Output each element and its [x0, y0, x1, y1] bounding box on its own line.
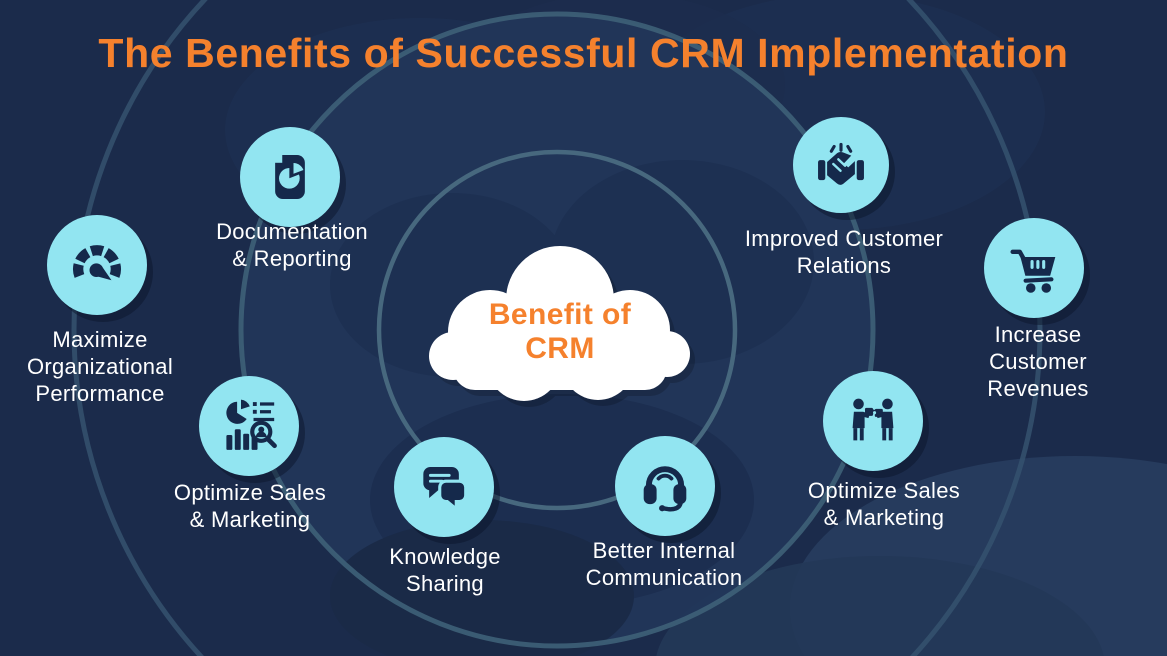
icon-circle — [984, 218, 1084, 318]
gauge-icon — [72, 245, 122, 281]
benefit-label: Improved Customer Relations — [744, 226, 944, 278]
center-cloud: Benefit of CRM — [428, 236, 692, 408]
benefit-label: Knowledge Sharing — [389, 544, 501, 596]
shopping-cart-icon — [1010, 249, 1056, 293]
page-title: The Benefits of Successful CRM Implement… — [98, 30, 1069, 76]
icon-circle — [394, 437, 494, 537]
icon-circle — [793, 117, 889, 213]
icon-circle — [615, 436, 715, 536]
handshake-icon — [818, 142, 864, 185]
benefit-label: Maximize Organizational Performance — [26, 327, 174, 406]
benefit-label: Documentation & Reporting — [216, 219, 368, 271]
icon-circle — [199, 376, 299, 476]
icon-circle — [240, 127, 340, 227]
teamwork-puzzle-icon — [852, 398, 894, 441]
benefit-label: Optimize Sales & Marketing — [173, 480, 327, 532]
benefit-label: Better Internal Communication — [585, 538, 743, 590]
chat-bubbles-icon — [423, 466, 468, 513]
document-report-icon — [270, 151, 305, 199]
headset-icon — [643, 466, 687, 512]
center-cloud-label: Benefit of CRM — [488, 298, 632, 365]
cloud-shape — [429, 246, 690, 401]
icon-circle — [47, 215, 147, 315]
benefit-label: Increase Customer Revenues — [987, 322, 1089, 401]
sales-analytics-icon — [226, 399, 277, 450]
icon-circle — [823, 371, 923, 471]
benefit-label: Optimize Sales & Marketing — [807, 478, 961, 530]
